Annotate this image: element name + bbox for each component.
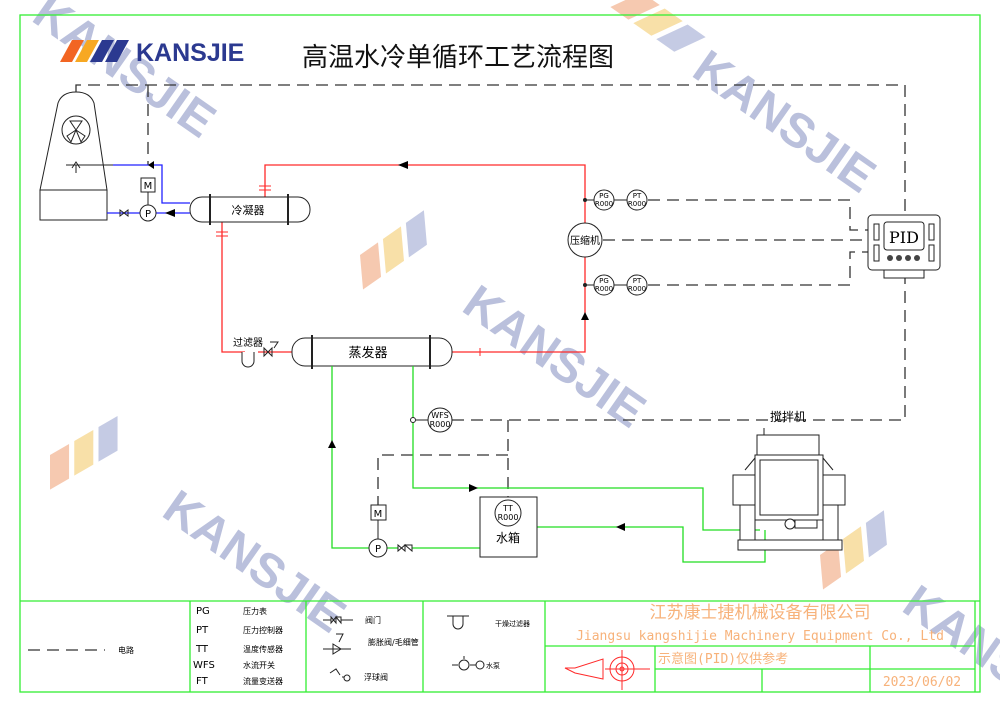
- svg-text:PT: PT: [633, 192, 642, 200]
- legend-desc: 水流开关: [243, 660, 275, 670]
- instrument-pt-upper: PT R000: [626, 189, 648, 211]
- tt-code: R000: [498, 513, 519, 522]
- tank-label: 水箱: [496, 530, 520, 545]
- water-motor: [370, 504, 387, 521]
- legend-desc: 温度传感器: [243, 644, 283, 654]
- instrument-pt-lower: PT R000: [626, 274, 648, 296]
- svg-text:PG: PG: [599, 192, 609, 200]
- water-tank: TT R000 水箱: [479, 496, 538, 558]
- evaporator-label: 蒸发器: [348, 345, 387, 361]
- svg-text:R000: R000: [595, 285, 613, 293]
- legend-desc: 流量变送器: [243, 676, 283, 686]
- compressor: 压缩机: [567, 222, 603, 258]
- condenser-label: 冷凝器: [232, 203, 265, 217]
- svg-text:PG: PG: [599, 277, 609, 285]
- legend-expansion-valve-icon: [323, 633, 351, 655]
- svg-text:R000: R000: [628, 285, 646, 293]
- watermark-text: KANSJIE: [454, 276, 655, 439]
- legend-valve-label: 阀门: [365, 615, 381, 625]
- cooling-tower: [39, 91, 113, 221]
- title-block: 江苏康士捷机械设备有限公司 Jiangsu kangshijie Machine…: [545, 601, 976, 692]
- pid-controller: PID: [867, 214, 941, 279]
- pid-label: PID: [889, 228, 919, 247]
- cooling-water-lines: M P: [107, 161, 190, 222]
- instrument-pg-upper: PG R000: [593, 189, 615, 211]
- svg-text:R000: R000: [628, 200, 646, 208]
- control-wiring: [75, 84, 906, 505]
- watermark-text: KANSJIE: [684, 41, 885, 204]
- tt-tag: TT: [502, 504, 513, 513]
- process-water-lines: M P: [328, 366, 766, 563]
- drawing-frame: [19, 14, 981, 693]
- svg-text:P: P: [375, 544, 381, 555]
- svg-text:R000: R000: [430, 420, 451, 429]
- page-title: 高温水冷单循环工艺流程图: [302, 43, 614, 73]
- legend-dry-filter-label: 干燥过滤器: [495, 619, 530, 628]
- legend-dry-filter-icon: [447, 615, 469, 630]
- legend-circuit: 电路: [118, 645, 134, 655]
- legend-desc: 压力表: [243, 606, 267, 616]
- condenser: 冷凝器: [189, 194, 311, 225]
- motor-label: M: [144, 181, 153, 192]
- company-name-cn: 江苏康士捷机械设备有限公司: [650, 603, 871, 623]
- evaporator: 蒸发器: [291, 335, 453, 369]
- legend-desc: 压力控制器: [243, 625, 283, 635]
- cooling-motor: [140, 177, 156, 193]
- pump-label: P: [145, 209, 151, 220]
- refrigerant-lines: [216, 161, 594, 356]
- legend-pump-label: 水泵: [486, 661, 500, 670]
- mixer: 搅拌机: [732, 409, 846, 551]
- instrument-wfs: WFS R000: [427, 407, 453, 433]
- projection-symbol: [564, 650, 650, 690]
- legend-code: PT: [196, 625, 209, 636]
- legend-code: WFS: [193, 660, 215, 671]
- logo-text: KANSJIE: [136, 39, 244, 67]
- water-pump-icon: [368, 538, 388, 558]
- legend-pump-icon: [458, 659, 470, 671]
- svg-text:R000: R000: [595, 200, 613, 208]
- cooling-pump-icon: [139, 204, 157, 222]
- dry-filter: 过滤器: [233, 336, 279, 368]
- company-name-en: Jiangsu kangshijie Machinery Equipment C…: [576, 629, 944, 644]
- logo: KANSJIE: [60, 39, 244, 67]
- mixer-label: 搅拌机: [770, 409, 806, 424]
- legend-valve-icon: [323, 615, 353, 625]
- legend-code: PG: [196, 606, 210, 617]
- legend-code: TT: [195, 644, 209, 655]
- legend-code: FT: [196, 676, 209, 687]
- svg-text:M: M: [374, 509, 383, 520]
- svg-text:PT: PT: [633, 277, 642, 285]
- expansion-valve-icon: [263, 341, 279, 358]
- legend-expansion-label: 膨胀阀/毛细管: [368, 637, 419, 647]
- watermarks: KANSJIE KANSJIE KANSJIE KANSJIE: [24, 0, 1000, 706]
- instrument-pg-lower: PG R000: [593, 274, 615, 296]
- filter-label: 过滤器: [233, 336, 263, 349]
- svg-text:WFS: WFS: [431, 411, 448, 420]
- legend: 电路 PG 压力表 PT 压力控制器 TT 温度传感器 WFS 水流开关 FT …: [20, 600, 980, 692]
- legend-float-label: 浮球阀: [364, 672, 388, 682]
- drawing-date: 2023/06/02: [883, 675, 961, 690]
- compressor-label: 压缩机: [570, 234, 600, 247]
- watermark-text: KANSJIE: [154, 481, 355, 644]
- disclaimer-note: 示意图(PID)仅供参考: [658, 651, 788, 667]
